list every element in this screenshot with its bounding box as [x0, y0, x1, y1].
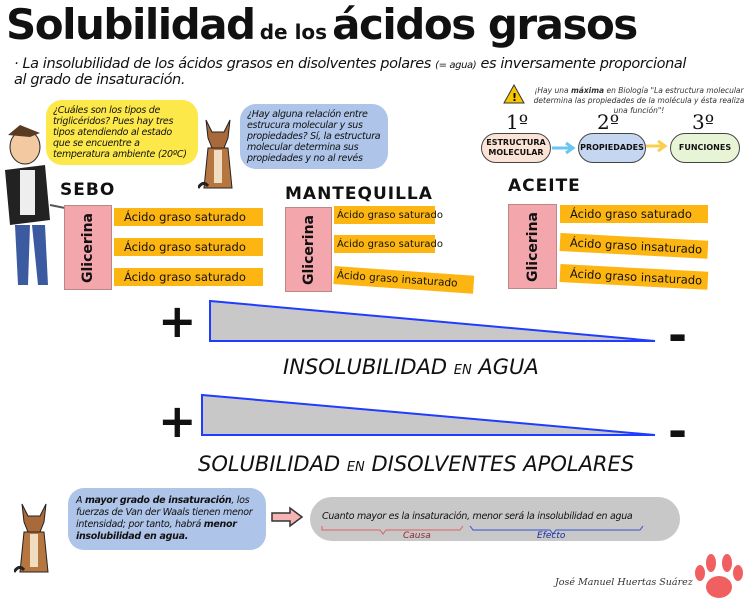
- decreasing-triangle-insolubility: [209, 299, 656, 342]
- minus-sign: -: [668, 308, 688, 362]
- blue-speech-bubble: ¿Hay alguna relación entre estrucura mol…: [240, 104, 388, 169]
- heading-sebo: SEBO: [60, 180, 116, 200]
- bubble-bold: mayor grado de insaturación: [84, 495, 232, 506]
- acid-chain: Ácido graso saturado: [114, 238, 263, 256]
- step-estructura-molecular: ESTRUCTURA MOLECULAR: [481, 133, 551, 163]
- conclusion-pill: [310, 497, 680, 541]
- dog-illustration: [198, 119, 233, 189]
- glycerol-label: Glicerina: [80, 212, 96, 283]
- label-en: EN: [346, 460, 365, 475]
- intro-part1: La insolubilidad de los ácidos grasos en…: [22, 56, 431, 72]
- bullet: ·: [14, 56, 19, 72]
- cause-label: Causa: [403, 531, 431, 541]
- label-part: SOLUBILIDAD: [198, 452, 341, 476]
- acid-chain: Ácido graso saturado: [114, 208, 263, 226]
- label-insolubilidad-agua: INSOLUBILIDAD EN AGUA: [283, 355, 539, 379]
- plus-sign: +: [158, 394, 197, 448]
- label-part: DISOLVENTES APOLARES: [371, 452, 635, 476]
- label-en: EN: [453, 363, 472, 378]
- label-part: AGUA: [478, 355, 539, 379]
- title-de-los: de los: [259, 20, 328, 44]
- decreasing-triangle-solubility: [201, 393, 656, 436]
- label-solubilidad-apolares: SOLUBILIDAD EN DISOLVENTES APOLARES: [198, 452, 634, 476]
- label-part: INSOLUBILIDAD: [283, 355, 448, 379]
- conclusion-effect-text: menor será la insolubilidad en agua: [472, 511, 633, 522]
- arrow-right-icon: [646, 139, 668, 153]
- intro-text: · La insolubilidad de los ácidos grasos …: [14, 57, 739, 88]
- glycerol-sebo: Glicerina: [64, 205, 112, 290]
- step-propiedades: PROPIEDADES: [578, 133, 646, 163]
- yellow-speech-bubble: ¿Cuáles son los tipos de triglicéridos? …: [46, 100, 198, 165]
- step-3-number: 3º: [692, 110, 715, 134]
- acid-chain-unsaturated: Ácido graso insaturado: [559, 264, 709, 290]
- step-arrows: [552, 139, 668, 155]
- step-funciones: FUNCIONES: [670, 133, 740, 163]
- step-2-number: 2º: [597, 110, 620, 134]
- bubble-bold: menor insolubilidad en agua.: [76, 519, 237, 542]
- dog-illustration: [14, 503, 49, 573]
- conclusion-cause-text: Cuanto mayor es la insaturación,: [322, 511, 470, 522]
- effect-label: Efecto: [537, 531, 566, 541]
- intro-part2: es inversamente proporcional: [480, 56, 686, 72]
- braces: [321, 525, 644, 535]
- paw-logo-icon: [695, 554, 743, 598]
- title-solubilidad: Solubilidad: [6, 0, 256, 49]
- page-title: Solubilidad de los ácidos grasos: [6, 0, 638, 49]
- heading-aceite: ACEITE: [508, 176, 581, 196]
- glycerol-label: Glicerina: [300, 214, 317, 285]
- plus-sign: +: [158, 294, 197, 348]
- acid-chain: Ácido graso saturado: [560, 205, 708, 223]
- acid-chain-unsaturated: Ácido graso insaturado: [333, 266, 475, 294]
- bottom-speech-bubble: A mayor grado de insaturación, los fuerz…: [68, 488, 266, 550]
- intro-aside: (= agua): [435, 60, 477, 71]
- glycerol-aceite: Glicerina: [508, 204, 557, 289]
- acid-chain-unsaturated: Ácido graso insaturado: [559, 233, 709, 259]
- title-acidos-grasos: ácidos grasos: [332, 0, 638, 49]
- acid-chain: Ácido graso saturado: [334, 235, 443, 253]
- glycerol-label: Glicerina: [524, 211, 541, 282]
- acid-chain: Ácido graso saturado: [334, 206, 443, 224]
- maxim-bold: máxima: [570, 86, 605, 95]
- maxim-text: ¡Hay una máxima en Biología "La estructu…: [530, 86, 748, 116]
- signature: José Manuel Huertas Suárez: [555, 577, 693, 588]
- heading-mantequilla: MANTEQUILLA: [285, 184, 433, 204]
- arrow-right-icon: [552, 141, 576, 155]
- step-1-number: 1º: [506, 110, 529, 134]
- bubble-text: A: [76, 495, 83, 506]
- acid-chain: Ácido graso saturado: [114, 268, 263, 286]
- minus-sign: -: [668, 404, 688, 458]
- bubble-text: , los fuerzas de Van der Waals tienen me…: [76, 495, 253, 530]
- svg-text:!: !: [512, 91, 517, 104]
- maxim-pre: ¡Hay una: [534, 86, 569, 95]
- effect-brace: [469, 525, 644, 535]
- maxim-post: en Biología "La estructura molecular det…: [533, 86, 745, 115]
- intro-line2: al grado de insaturación.: [14, 72, 186, 88]
- arrow-right-icon: [271, 506, 304, 528]
- warning-icon: !: [503, 84, 525, 104]
- glycerol-mantequilla: Glicerina: [285, 207, 332, 292]
- cause-brace: [321, 525, 464, 535]
- conclusion-text: Cuanto mayor es la insaturación, menor s…: [322, 511, 633, 522]
